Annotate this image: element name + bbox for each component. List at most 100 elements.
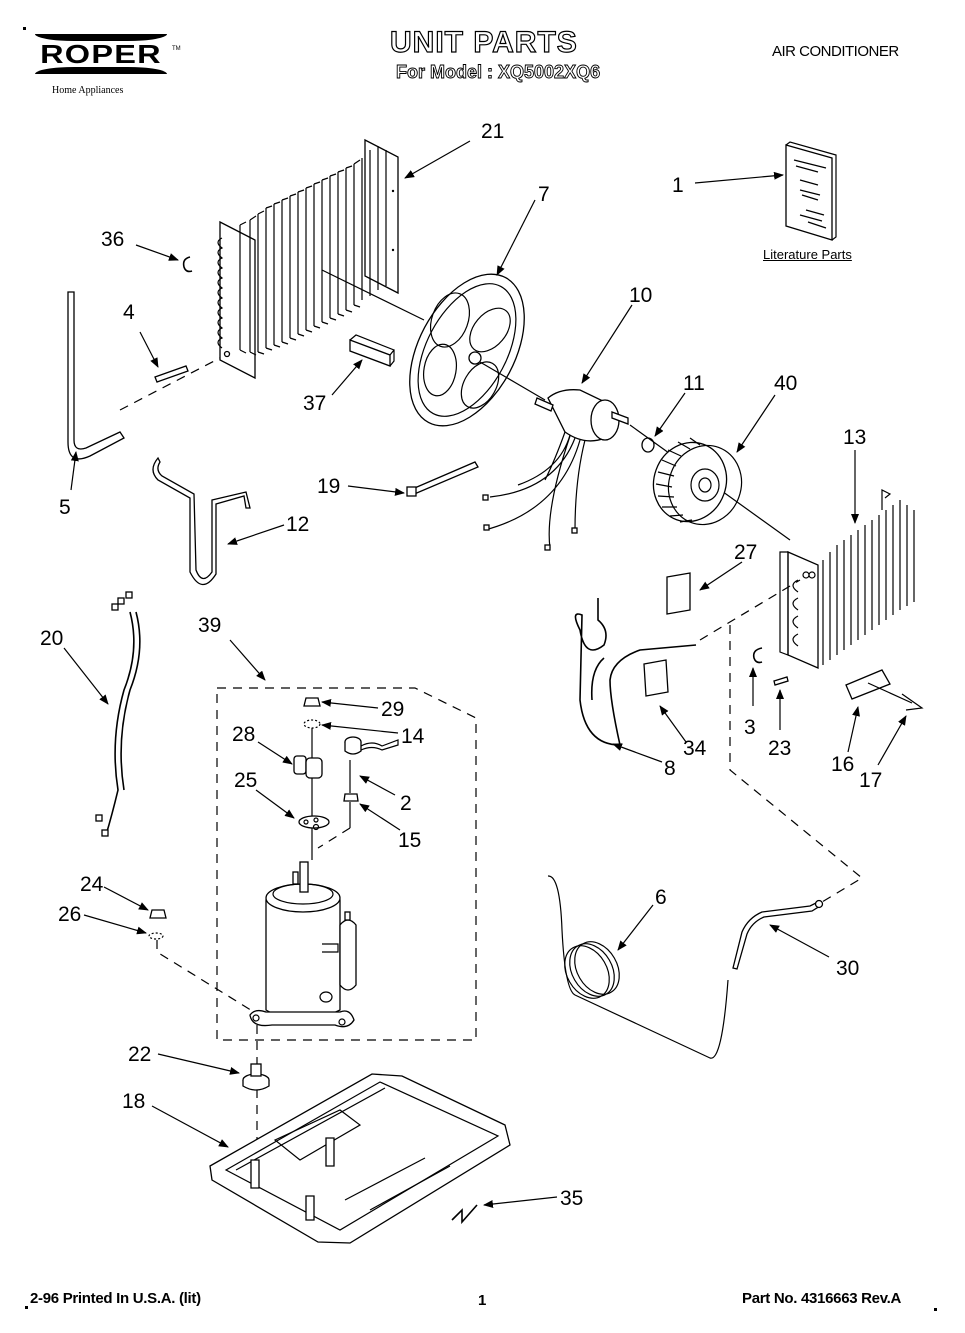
callout-13: 13 [843, 426, 866, 449]
callout-34: 34 [683, 737, 707, 760]
assembly-line [119, 357, 221, 411]
leader-22 [157, 1053, 240, 1075]
callout-23: 23 [768, 737, 791, 760]
leader-40 [736, 394, 776, 453]
callout-39: 39 [198, 614, 221, 637]
tube-30 [732, 901, 821, 970]
leader-14 [321, 721, 399, 734]
callout-18: 18 [122, 1090, 145, 1113]
capillary-coil [547, 875, 729, 1059]
callout-11: 11 [683, 372, 705, 395]
callout-17: 17 [859, 769, 882, 792]
leader-12 [227, 524, 285, 545]
logo-bar-top [35, 34, 167, 41]
leader-4 [139, 331, 159, 368]
assembly-line [321, 269, 425, 321]
assembly-line [729, 625, 864, 903]
capacitor-28 [293, 755, 323, 779]
callout-30: 30 [836, 957, 859, 980]
wire-harness [95, 591, 141, 837]
clip-3 [752, 647, 763, 664]
leader-7 [496, 199, 536, 276]
page-title: UNIT PARTS [389, 25, 578, 59]
evaporator-coil [779, 489, 915, 669]
literature-parts-label: Literature Parts [763, 247, 852, 262]
brand-name: ROPER [40, 39, 162, 69]
leader-20 [63, 647, 109, 705]
literature-booklet [785, 141, 837, 241]
callout-37: 37 [303, 392, 326, 415]
registration-mark [25, 1306, 28, 1309]
sensor-4 [154, 365, 189, 383]
compressor [249, 861, 357, 1028]
leader-5 [70, 451, 79, 491]
roper-logo: ROPER [35, 34, 167, 74]
screw-17 [901, 693, 924, 711]
callout-21: 21 [481, 120, 504, 143]
callout-36: 36 [101, 228, 124, 251]
washer-26 [148, 932, 164, 940]
leader-28 [257, 741, 293, 765]
clip-35 [451, 1204, 478, 1225]
leader-39 [229, 639, 266, 681]
callout-6: 6 [655, 886, 667, 909]
brand-tagline: Home Appliances [52, 85, 124, 96]
clip-36 [182, 256, 193, 273]
model-number: XQ5002XQ6 [498, 62, 601, 83]
callout-14: 14 [401, 725, 425, 748]
leader-11 [654, 392, 686, 437]
callout-4: 4 [123, 301, 135, 324]
callout-15: 15 [398, 829, 421, 852]
foam-block-37 [349, 339, 391, 367]
leader-21 [404, 140, 471, 179]
tube-5 [67, 291, 125, 460]
page-number: 1 [478, 1292, 487, 1309]
leader-17 [877, 715, 907, 766]
blower-wheel [652, 437, 743, 526]
base-pan [209, 1073, 511, 1244]
tube-12 [152, 456, 251, 586]
callout-26: 26 [58, 903, 81, 926]
leader-24 [103, 886, 149, 911]
leader-16 [847, 706, 860, 753]
callout-7: 7 [538, 183, 550, 206]
insulation-27 [666, 572, 691, 615]
leader-25 [255, 789, 295, 819]
callout-25: 25 [234, 769, 257, 792]
assembly-line [479, 361, 546, 401]
callout-20: 20 [40, 627, 63, 650]
grommet-22 [242, 1063, 270, 1091]
leader-26 [83, 914, 147, 935]
callout-35: 35 [560, 1187, 583, 1210]
callout-5: 5 [59, 496, 71, 519]
leader-34 [659, 705, 687, 743]
callout-29: 29 [381, 698, 404, 721]
assembly-line [156, 940, 255, 1013]
leader-15 [359, 803, 401, 831]
leader-30 [769, 924, 830, 958]
callout-40: 40 [774, 372, 797, 395]
compressor-assembly-boundary [216, 687, 477, 1041]
nut-11 [641, 437, 655, 453]
cable-tie-19 [409, 461, 479, 496]
leader-19 [347, 485, 405, 496]
callout-2: 2 [400, 792, 412, 815]
clip-23 [773, 676, 789, 686]
logo-bar-bottom [35, 67, 167, 74]
nut-24 [149, 909, 167, 919]
callout-22: 22 [128, 1043, 151, 1066]
callout-12: 12 [286, 513, 309, 536]
model-label: For Model : [396, 62, 494, 83]
registration-mark [934, 1308, 937, 1311]
leader-35 [483, 1196, 558, 1208]
callout-27: 27 [734, 541, 757, 564]
fan-motor [482, 389, 629, 551]
callout-28: 28 [232, 723, 255, 746]
callout-labels: 1 2 3 4 5 6 7 8 10 11 12 13 14 15 16 17 … [40, 120, 882, 1210]
leader-1 [694, 171, 784, 184]
leader-37 [331, 359, 363, 396]
part-number: Part No. 4316663 Rev.A [742, 1290, 902, 1307]
model-line: For Model : XQ5002XQ6 [396, 62, 601, 83]
tube-assembly-8 [574, 598, 697, 746]
